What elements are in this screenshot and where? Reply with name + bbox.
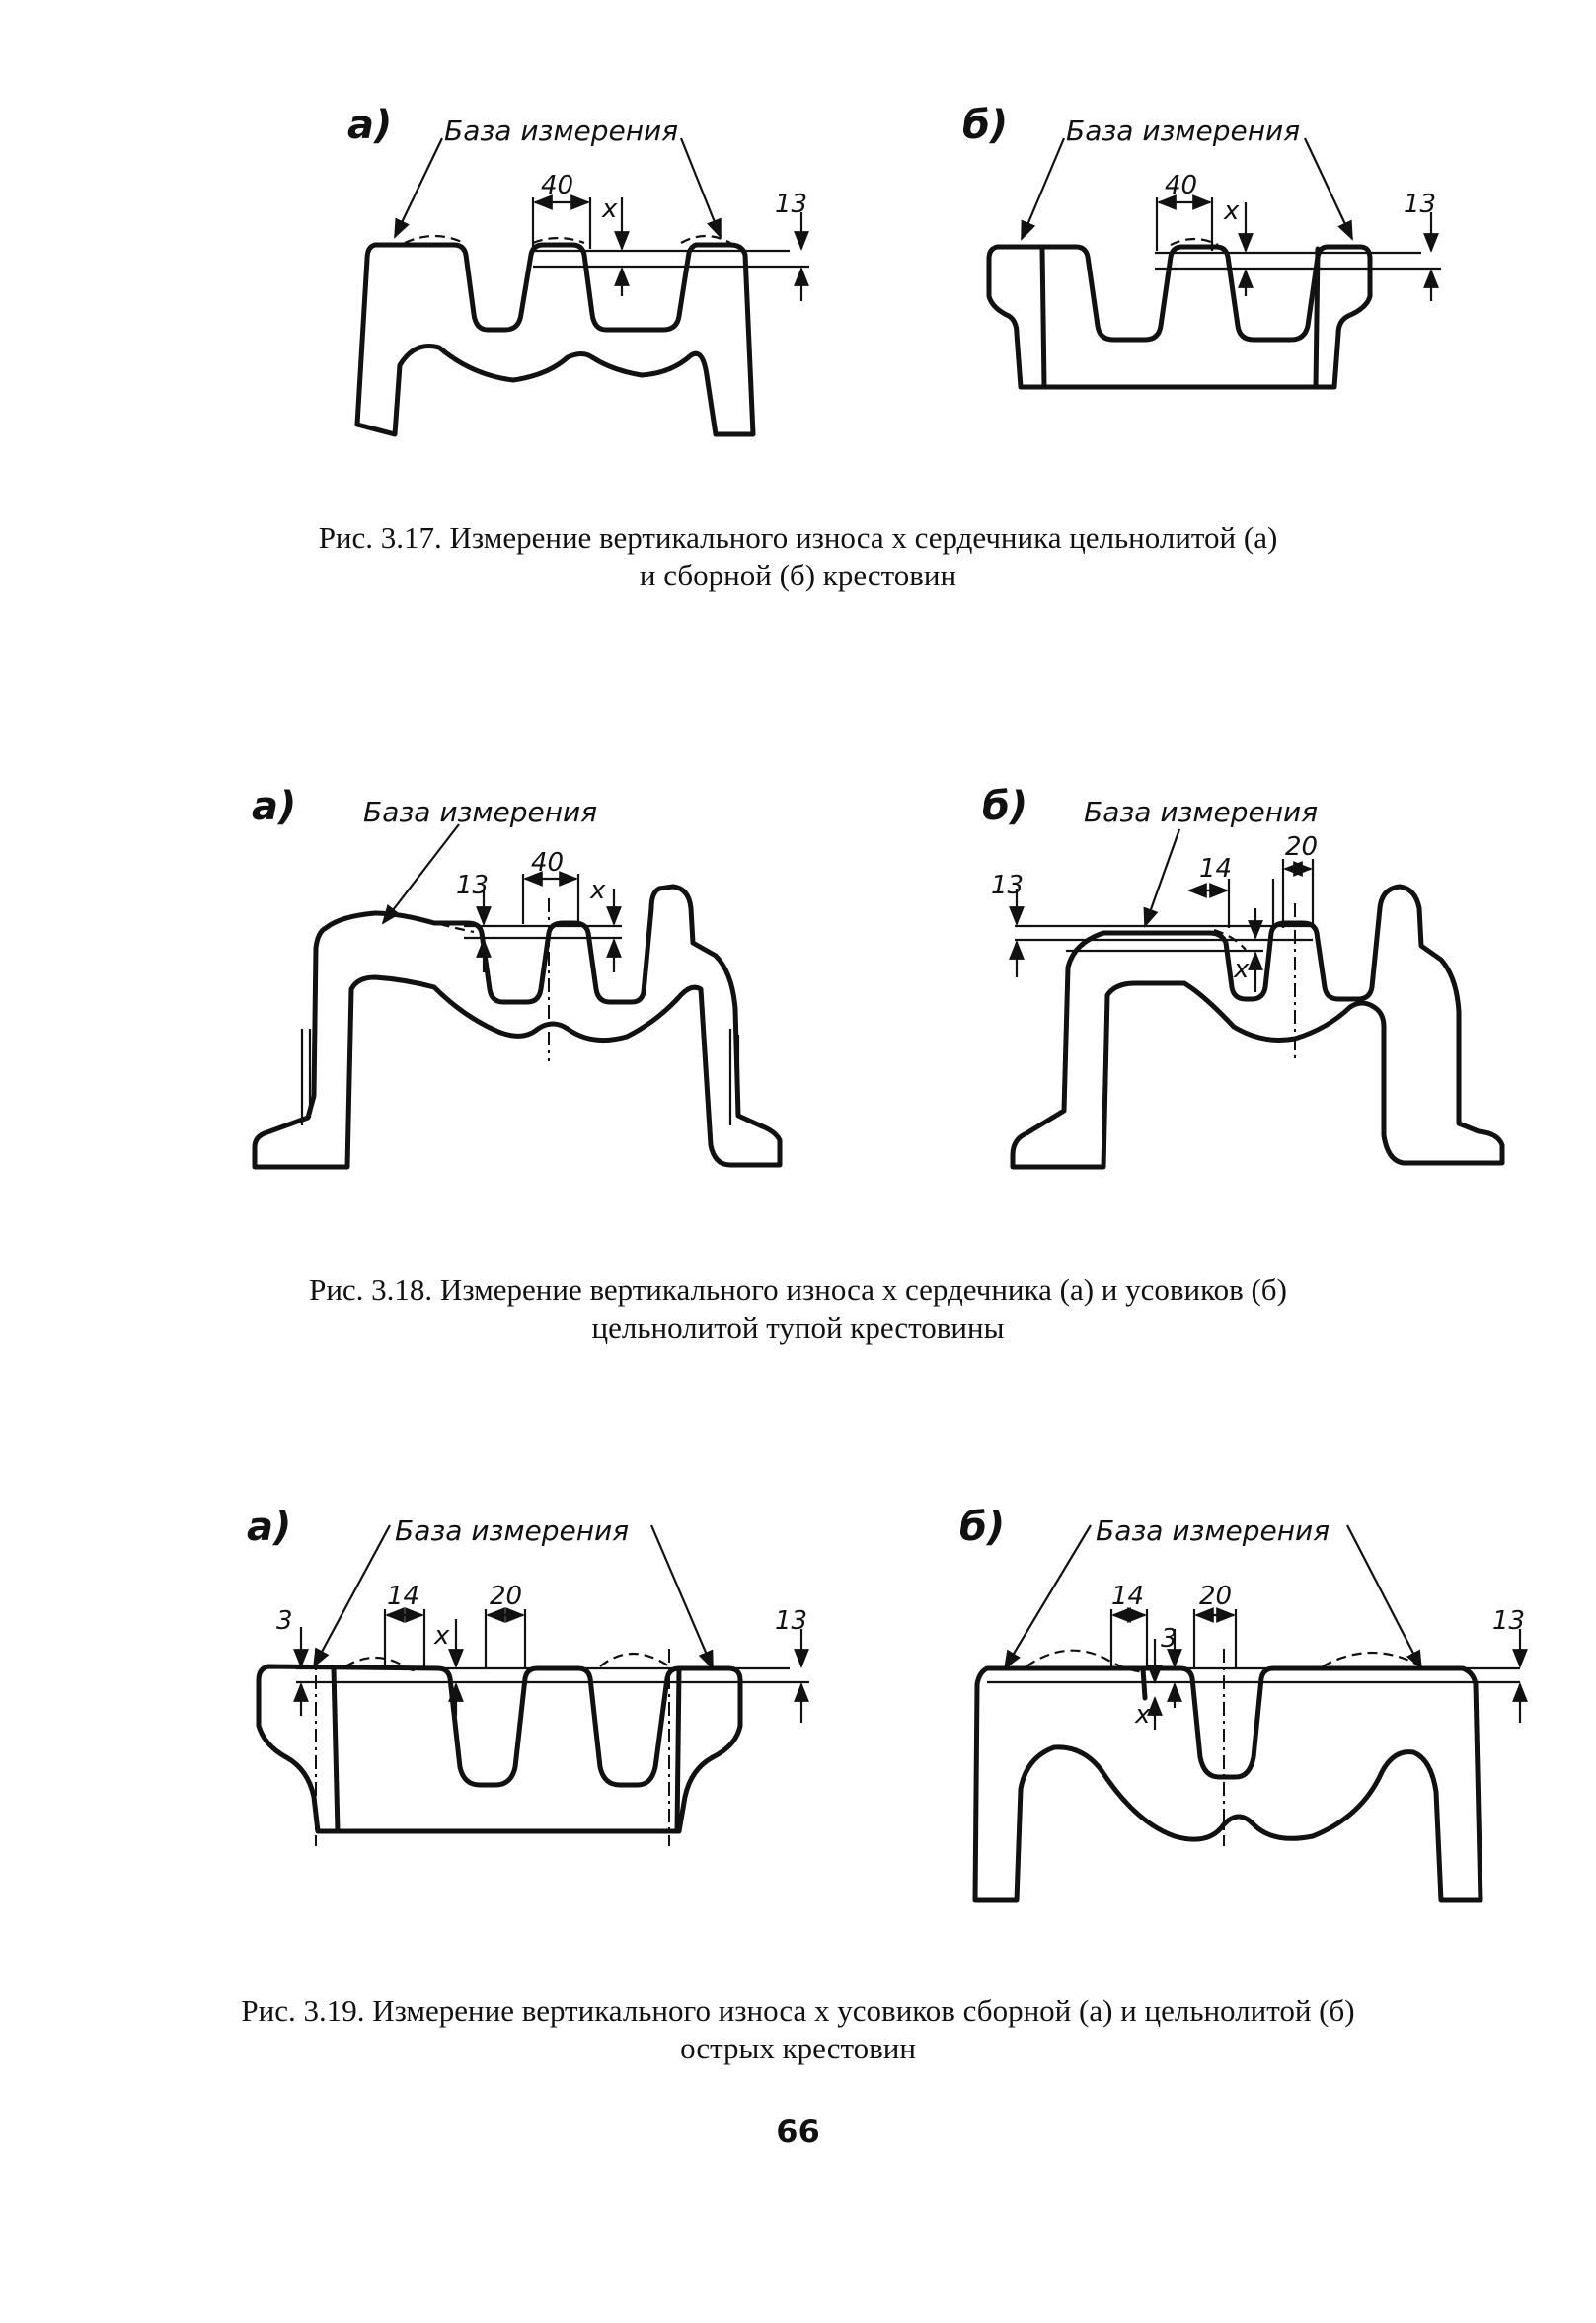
crossing-profile-solid	[354, 242, 756, 437]
panel-3-17-a: а) База измерения 40 x 13	[347, 103, 809, 437]
dim-14: 14	[1111, 1582, 1144, 1611]
base-label: База измерения	[1066, 115, 1300, 147]
base-label: База измерения	[444, 115, 678, 147]
dim-x: x	[589, 876, 606, 905]
base-label: База измерения	[395, 1514, 629, 1547]
dim-13: 13	[775, 190, 807, 219]
dim-20: 20	[490, 1582, 522, 1611]
caption-3-18: Рис. 3.18. Измерение вертикального износ…	[0, 1272, 1596, 1347]
dim-x: x	[601, 194, 618, 224]
caption-line-1: Рис. 3.17. Измерение вертикального износ…	[318, 520, 1278, 555]
dim-x: x	[1134, 1700, 1151, 1730]
panel-3-19-a: а) База измерения 14 20 x 3 13	[247, 1505, 809, 1846]
dim-20: 20	[1285, 832, 1318, 862]
crossing-profile-solid	[256, 1664, 743, 1834]
caption-line-1: Рис. 3.19. Измерение вертикального износ…	[241, 1993, 1355, 2028]
base-label: База измерения	[363, 796, 597, 828]
dim-x: x	[433, 1621, 450, 1651]
panel-3-17-b: б) База измерения 40 x 13	[962, 103, 1441, 390]
panel-tag: б)	[962, 103, 1008, 148]
dim-40: 40	[531, 848, 564, 878]
panel-3-19-b: б) База измерения 14 20 3 x 13	[959, 1505, 1528, 1903]
panel-tag: б)	[982, 784, 1027, 829]
dim-14: 14	[1199, 854, 1232, 884]
dim-14: 14	[387, 1582, 419, 1611]
base-label: База измерения	[1084, 796, 1318, 828]
crossing-profile-solid	[972, 1665, 1483, 1903]
dim-3: 3	[276, 1606, 293, 1636]
dim-13: 13	[456, 871, 489, 900]
caption-line-2: и сборной (б) крестовин	[639, 558, 957, 592]
base-label: База измерения	[1096, 1514, 1330, 1547]
panel-tag: а)	[347, 103, 392, 148]
caption-line-2: цельнолитой тупой крестовины	[591, 1310, 1005, 1345]
dim-13: 13	[1492, 1606, 1525, 1636]
dim-13: 13	[775, 1606, 807, 1636]
dim-13: 13	[1404, 190, 1436, 219]
panel-tag: а)	[247, 1505, 291, 1550]
caption-3-17: Рис. 3.17. Измерение вертикального износ…	[0, 519, 1596, 594]
dim-40: 40	[1165, 171, 1197, 200]
panel-3-18-b: б) База измерения 14 20 13 x	[982, 784, 1505, 1170]
panel-3-18-a: а) База измерения 40 13 x	[252, 784, 783, 1170]
figure-3-19-drawing: а) База измерения 14 20 x 3 13 б) База и…	[247, 1505, 1528, 1903]
caption-line-1: Рис. 3.18. Измерение вертикального износ…	[309, 1273, 1287, 1307]
crossing-profile-solid	[1010, 884, 1505, 1170]
dim-x: x	[1223, 196, 1240, 226]
crossing-profile-solid	[986, 244, 1373, 390]
dim-13: 13	[991, 871, 1024, 900]
page-number: 66	[776, 2113, 820, 2150]
panel-tag: б)	[959, 1505, 1005, 1550]
figure-3-17-drawing: а) База измерения 40 x 13 б) База измере…	[347, 103, 1441, 437]
dim-20: 20	[1199, 1582, 1232, 1611]
dim-3: 3	[1161, 1624, 1178, 1654]
figure-3-18-drawing: а) База измерения 40 13 x б) База измере…	[252, 784, 1505, 1170]
crossing-profile-solid	[252, 884, 783, 1170]
panel-tag: а)	[252, 784, 296, 829]
caption-line-2: острых крестовин	[680, 2031, 916, 2065]
dim-40: 40	[541, 171, 573, 200]
caption-3-19: Рис. 3.19. Измерение вертикального износ…	[0, 1992, 1596, 2067]
dim-x: x	[1233, 955, 1250, 984]
